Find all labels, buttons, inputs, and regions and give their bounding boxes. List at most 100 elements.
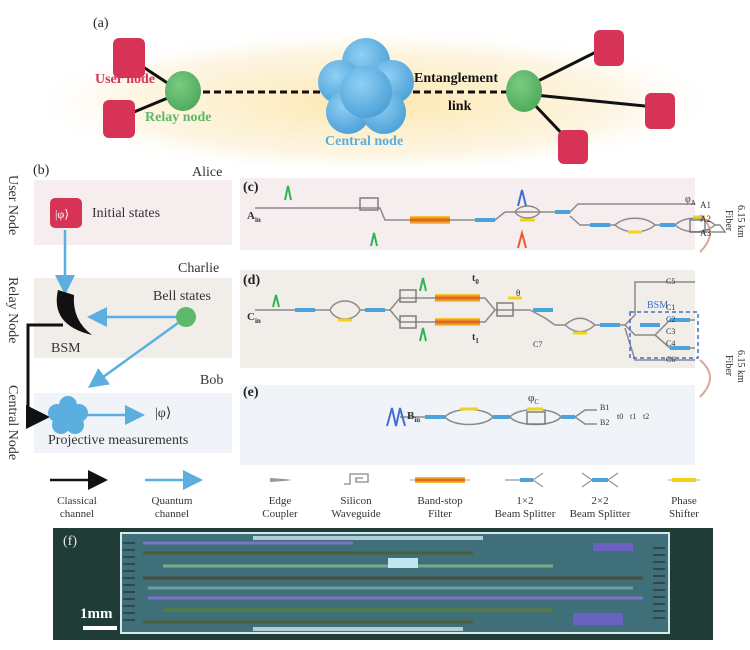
d-output-c6: C6	[666, 355, 676, 364]
central-cloud-icon	[48, 396, 88, 434]
link-relay-user3	[529, 48, 601, 87]
e-input-label: Bin	[407, 410, 421, 425]
panel-c-bg	[240, 178, 695, 250]
c-input-label: Ain	[247, 210, 261, 225]
fiber-arc-bottom	[699, 359, 711, 398]
entanglement-label: Entanglement	[414, 71, 498, 86]
bell-states-label: Bell states	[153, 289, 211, 304]
silicon-waveguide-spirals	[359, 197, 706, 425]
user-node-icon	[103, 100, 135, 138]
panel-c-letter: (c)	[243, 180, 259, 195]
band-stop-filter-icon-core	[415, 477, 465, 483]
initial-state-icon	[50, 198, 82, 228]
initial-state-symbol: |φ⟩	[55, 207, 69, 221]
link-relay-user4	[534, 93, 656, 109]
bell-state-source-icon	[176, 307, 196, 327]
bob-label: Bob	[200, 373, 224, 388]
d-input-label: Cin	[247, 311, 261, 326]
c-output-a1: A1	[700, 200, 711, 210]
d-t0-label: t0	[472, 273, 479, 286]
green-pulse-icon	[419, 277, 427, 292]
photonic-circuits	[255, 185, 727, 427]
beam-splitters	[295, 210, 690, 419]
panel-b: (b) Alice Charlie Bob User Node Relay No…	[0, 163, 240, 470]
panel-f: (f) 1mm	[53, 528, 713, 640]
blue-double-pulse-icon	[386, 407, 406, 427]
green-pulse-icon	[419, 327, 427, 342]
quantum-arrow-bell-to-central	[87, 321, 179, 388]
e-time-t0: t0	[617, 412, 624, 421]
panel-a-letter: (a)	[93, 16, 109, 31]
relay-node-side-label: Relay Node	[5, 277, 20, 344]
fiber-distance-bottom: 6.15 km	[735, 350, 746, 383]
panel-b-letter: (b)	[33, 163, 50, 178]
legend-icons	[50, 470, 700, 490]
user-node-icon	[558, 130, 588, 164]
e-output-b1: B1	[600, 403, 610, 412]
bsm-detector-icon	[56, 290, 92, 335]
band-stop-filter-c	[410, 216, 450, 224]
relay-node-label: Relay node	[145, 110, 212, 125]
relay-node-icon	[165, 71, 201, 111]
projective-measurements-label: Projective measurements	[48, 433, 189, 448]
d-output-c1: C1	[666, 303, 676, 312]
panel-b-flow: |φ⟩	[26, 198, 196, 434]
central-node-label: Central node	[325, 134, 403, 149]
chip-pad-row-top	[253, 536, 483, 540]
user-node-icon	[113, 38, 145, 78]
initial-states-label: Initial states	[92, 206, 161, 221]
fiber-distance-top: 6.15 km	[735, 205, 746, 238]
charlie-label: Charlie	[178, 261, 220, 276]
d-c7-label: C7	[533, 340, 543, 349]
panel-e-letter: (e)	[243, 385, 259, 400]
band-stop-filter-d1	[435, 294, 480, 302]
link-label: link	[448, 99, 472, 114]
d-output-c2: C2	[666, 315, 676, 324]
e-time-t1: t1	[630, 412, 637, 421]
edge-coupler-icon	[270, 478, 292, 482]
d-output-c4: C4	[666, 339, 676, 348]
e-output-b2: B2	[600, 418, 610, 427]
d-phase-label: θ	[516, 288, 521, 298]
green-pulse-icon	[370, 232, 378, 247]
green-pulse-icon	[272, 294, 280, 308]
scale-bar	[83, 626, 117, 630]
chip-traces	[143, 541, 643, 625]
output-state-label: |φ⟩	[155, 406, 172, 421]
c-phase-label: φA	[685, 194, 696, 207]
panel-a: (a) User node Relay node Central node En…	[0, 0, 750, 170]
fiber-label-top: Fiber	[723, 210, 734, 232]
relay-node-icon	[506, 70, 542, 112]
chip-pad-row-bottom	[253, 627, 463, 631]
c-output-a3: A3	[700, 228, 711, 238]
c-output-a2: A2	[700, 214, 711, 224]
fiber-label-bottom: Fiber	[723, 355, 734, 377]
panel-f-letter: (f)	[63, 534, 77, 549]
beam-splitter-1x2-icon	[505, 472, 544, 488]
panel-d-letter: (d)	[243, 273, 261, 288]
beam-splitter-2x2-icon	[581, 472, 619, 488]
user-node-side-label: User Node	[5, 175, 20, 236]
alice-label: Alice	[192, 165, 223, 180]
panels-cde: (c) (d) (e)	[235, 170, 750, 470]
d-t1-label: t1	[472, 332, 479, 345]
blue-pulse-icon	[517, 189, 527, 207]
classical-arrow-bsm-to-central	[26, 323, 63, 429]
green-pulse-icon	[284, 185, 292, 201]
chip-bond-pads-right	[653, 547, 665, 619]
fiber-arc-top	[699, 214, 711, 253]
d-output-c5: C5	[666, 277, 676, 286]
d-output-c3: C3	[666, 327, 676, 336]
central-node-cloud-icon	[318, 38, 414, 134]
silicon-waveguide-icon	[344, 473, 369, 485]
user-node-icon	[645, 93, 675, 129]
orange-pulse-icon	[517, 229, 527, 249]
